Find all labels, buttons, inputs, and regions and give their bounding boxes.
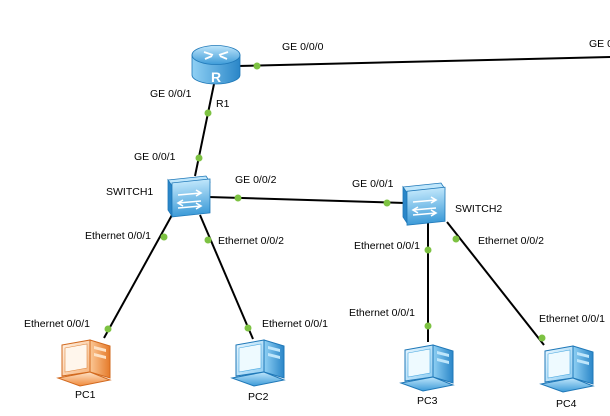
port-label-sw2-eth002: Ethernet 0/0/2 xyxy=(478,235,544,247)
switch-icon xyxy=(402,182,446,226)
device-pc3[interactable]: PC3 xyxy=(399,344,455,407)
port-label-pc3-eth001: Ethernet 0/0/1 xyxy=(349,307,415,319)
port-label-pc1-eth001: Ethernet 0/0/1 xyxy=(24,318,90,330)
port-label-pc4-eth001: Ethernet 0/0/1 xyxy=(539,313,605,325)
port-dot-pc3-eth001[interactable] xyxy=(424,322,432,330)
port-label-r1-ge001: GE 0/0/1 xyxy=(150,88,192,100)
port-dot-sw1-eth001[interactable] xyxy=(160,233,168,241)
router-icon: R xyxy=(191,45,241,85)
port-dot-sw1-eth002[interactable] xyxy=(204,236,212,244)
device-label-switch2: SWITCH2 xyxy=(455,203,502,215)
port-dot-sw2-eth002[interactable] xyxy=(452,235,460,243)
device-switch1[interactable]: SWITCH1 xyxy=(106,175,211,218)
port-labels-layer: GE 0/0/0 GE 0 GE 0/0/1 GE 0/0/1 GE 0/0/2… xyxy=(24,38,610,330)
port-dot-sw2-ge001[interactable] xyxy=(383,199,391,207)
port-label-r1-ge000: GE 0/0/0 xyxy=(282,41,324,53)
device-label-pc1: PC1 xyxy=(75,389,96,401)
device-r1[interactable]: R R1 xyxy=(191,45,241,111)
device-label-pc4: PC4 xyxy=(556,398,577,410)
device-switch2[interactable]: SWITCH2 xyxy=(402,182,502,226)
link-switch1-pc1[interactable] xyxy=(103,214,173,339)
device-label-r1: R1 xyxy=(216,98,230,110)
port-label-pc2-eth001: Ethernet 0/0/1 xyxy=(262,318,328,330)
pc-icon xyxy=(56,339,112,387)
port-label-upstream-edge: GE 0 xyxy=(589,38,610,50)
device-label-switch1: SWITCH1 xyxy=(106,186,153,198)
switch-icon xyxy=(167,175,211,218)
router-glyph: R xyxy=(211,69,221,85)
port-label-sw1-eth001: Ethernet 0/0/1 xyxy=(85,230,151,242)
port-dot-sw1-ge001[interactable] xyxy=(195,154,203,162)
port-label-sw1-ge001: GE 0/0/1 xyxy=(134,151,176,163)
port-dot-pc1-eth001[interactable] xyxy=(104,325,112,333)
link-r1-switch1[interactable] xyxy=(194,83,215,177)
device-pc1[interactable]: PC1 xyxy=(56,339,112,401)
device-pc4[interactable]: PC4 xyxy=(539,345,595,410)
port-label-sw1-eth002: Ethernet 0/0/2 xyxy=(218,235,284,247)
port-label-sw2-eth001: Ethernet 0/0/1 xyxy=(354,240,420,252)
pc-icon xyxy=(539,345,595,393)
port-dot-pc4-eth001[interactable] xyxy=(538,334,546,342)
pc-icon xyxy=(399,344,455,392)
port-dot-r1-ge000[interactable] xyxy=(253,62,261,70)
link-switch2-pc4[interactable] xyxy=(446,221,545,346)
link-r1-upstream[interactable] xyxy=(237,56,610,67)
port-dot-sw1-ge002[interactable] xyxy=(234,194,242,202)
port-dots-layer xyxy=(104,62,546,342)
port-dot-sw2-eth001[interactable] xyxy=(424,246,432,254)
device-label-pc2: PC2 xyxy=(248,391,269,403)
device-label-pc3: PC3 xyxy=(417,395,438,407)
port-label-sw1-ge002: GE 0/0/2 xyxy=(235,174,277,186)
pc-icon xyxy=(230,339,286,387)
port-label-sw2-ge001: GE 0/0/1 xyxy=(352,178,394,190)
port-dot-r1-ge001[interactable] xyxy=(204,109,212,117)
port-dot-pc2-eth001[interactable] xyxy=(244,324,252,332)
link-switch1-pc2[interactable] xyxy=(199,214,254,340)
device-pc2[interactable]: PC2 xyxy=(230,339,286,403)
